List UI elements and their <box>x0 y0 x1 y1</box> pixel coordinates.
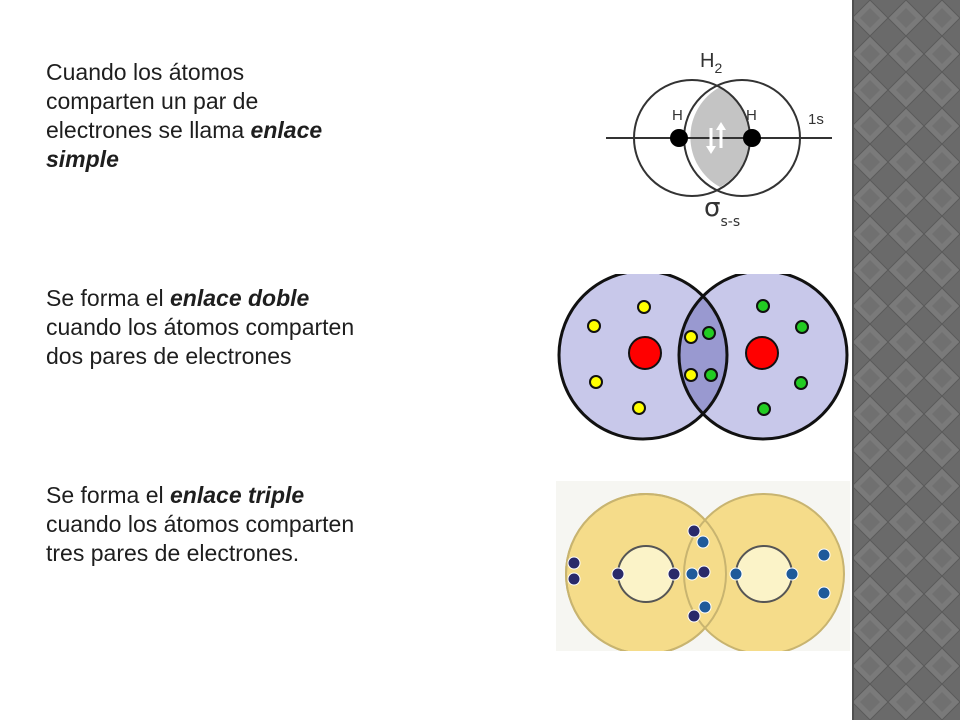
p2-line3: dos pares de electrones <box>46 343 292 369</box>
h2-sigma-bond-diagram: H2 H H 1s σs-s <box>606 50 832 230</box>
p1-line2: comparten un par de <box>46 88 259 114</box>
paragraph-single-bond: Cuando los átomos comparten un par de el… <box>46 58 426 174</box>
atom-label-right: H <box>746 107 757 124</box>
double-bond-diagram <box>557 274 849 441</box>
sigma-label: σs-s <box>704 193 740 230</box>
p3-line2: cuando los átomos comparten <box>46 511 355 537</box>
p1-line3: electrones se llama <box>46 117 251 143</box>
decorative-sidebar <box>852 0 960 720</box>
p2-line1: Se forma el <box>46 285 170 311</box>
p1-line1: Cuando los átomos <box>46 59 245 85</box>
orbital-label: 1s <box>808 111 824 128</box>
paragraph-double-bond: Se forma el enlace doble cuando los átom… <box>46 284 466 371</box>
p3-line3: tres pares de electrones. <box>46 540 300 566</box>
p2-emphasis: enlace doble <box>170 285 310 311</box>
p3-emphasis: enlace triple <box>170 482 305 508</box>
h2-title: H2 <box>700 50 722 76</box>
p3-line1: Se forma el <box>46 482 170 508</box>
atom-label-left: H <box>672 107 683 124</box>
triple-bond-diagram <box>556 481 850 651</box>
p2-line2: cuando los átomos comparten <box>46 314 355 340</box>
paragraph-triple-bond: Se forma el enlace triple cuando los áto… <box>46 481 466 568</box>
p1-emphasis-simple: simple <box>46 146 119 172</box>
p1-emphasis-enlace: enlace <box>250 117 323 143</box>
